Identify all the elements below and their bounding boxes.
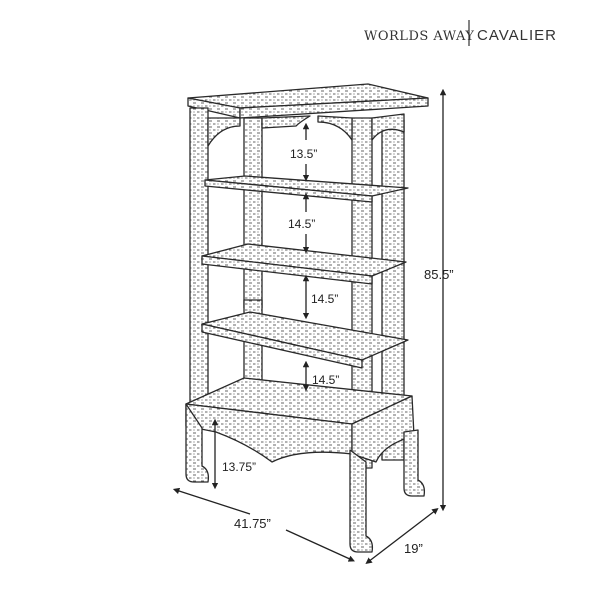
- shelf-2: [201, 243, 407, 285]
- shelf-gap-dimensions: 13.5” 14.5” 14.5” 14.5”: [288, 122, 339, 392]
- top-panel: [187, 83, 429, 119]
- width-dimension: 41.75”: [172, 487, 355, 562]
- top-aprons: [207, 113, 405, 147]
- dim-shelf-gap-2: 14.5”: [288, 217, 315, 231]
- legs: [185, 403, 426, 553]
- dim-shelf-gap-4: 14.5”: [312, 373, 339, 387]
- shelf-3: [201, 311, 409, 369]
- dim-depth: 19”: [404, 541, 423, 556]
- base-frame: [185, 377, 415, 463]
- product-name: CAVALIER: [477, 27, 557, 44]
- dim-width: 41.75”: [234, 516, 271, 531]
- height-dimension: 85.5”: [424, 88, 454, 512]
- shelf-1: [204, 175, 409, 203]
- dim-shelf-gap-top: 13.5”: [290, 147, 317, 161]
- dim-shelf-gap-3: 14.5”: [311, 292, 338, 306]
- depth-dimension: 19”: [365, 508, 439, 564]
- brand-name: WORLDS AWAY: [364, 29, 474, 44]
- leg-height-dimension: 13.75”: [211, 418, 256, 490]
- dim-leg-height: 13.75”: [222, 460, 256, 474]
- dim-height: 85.5”: [424, 267, 454, 282]
